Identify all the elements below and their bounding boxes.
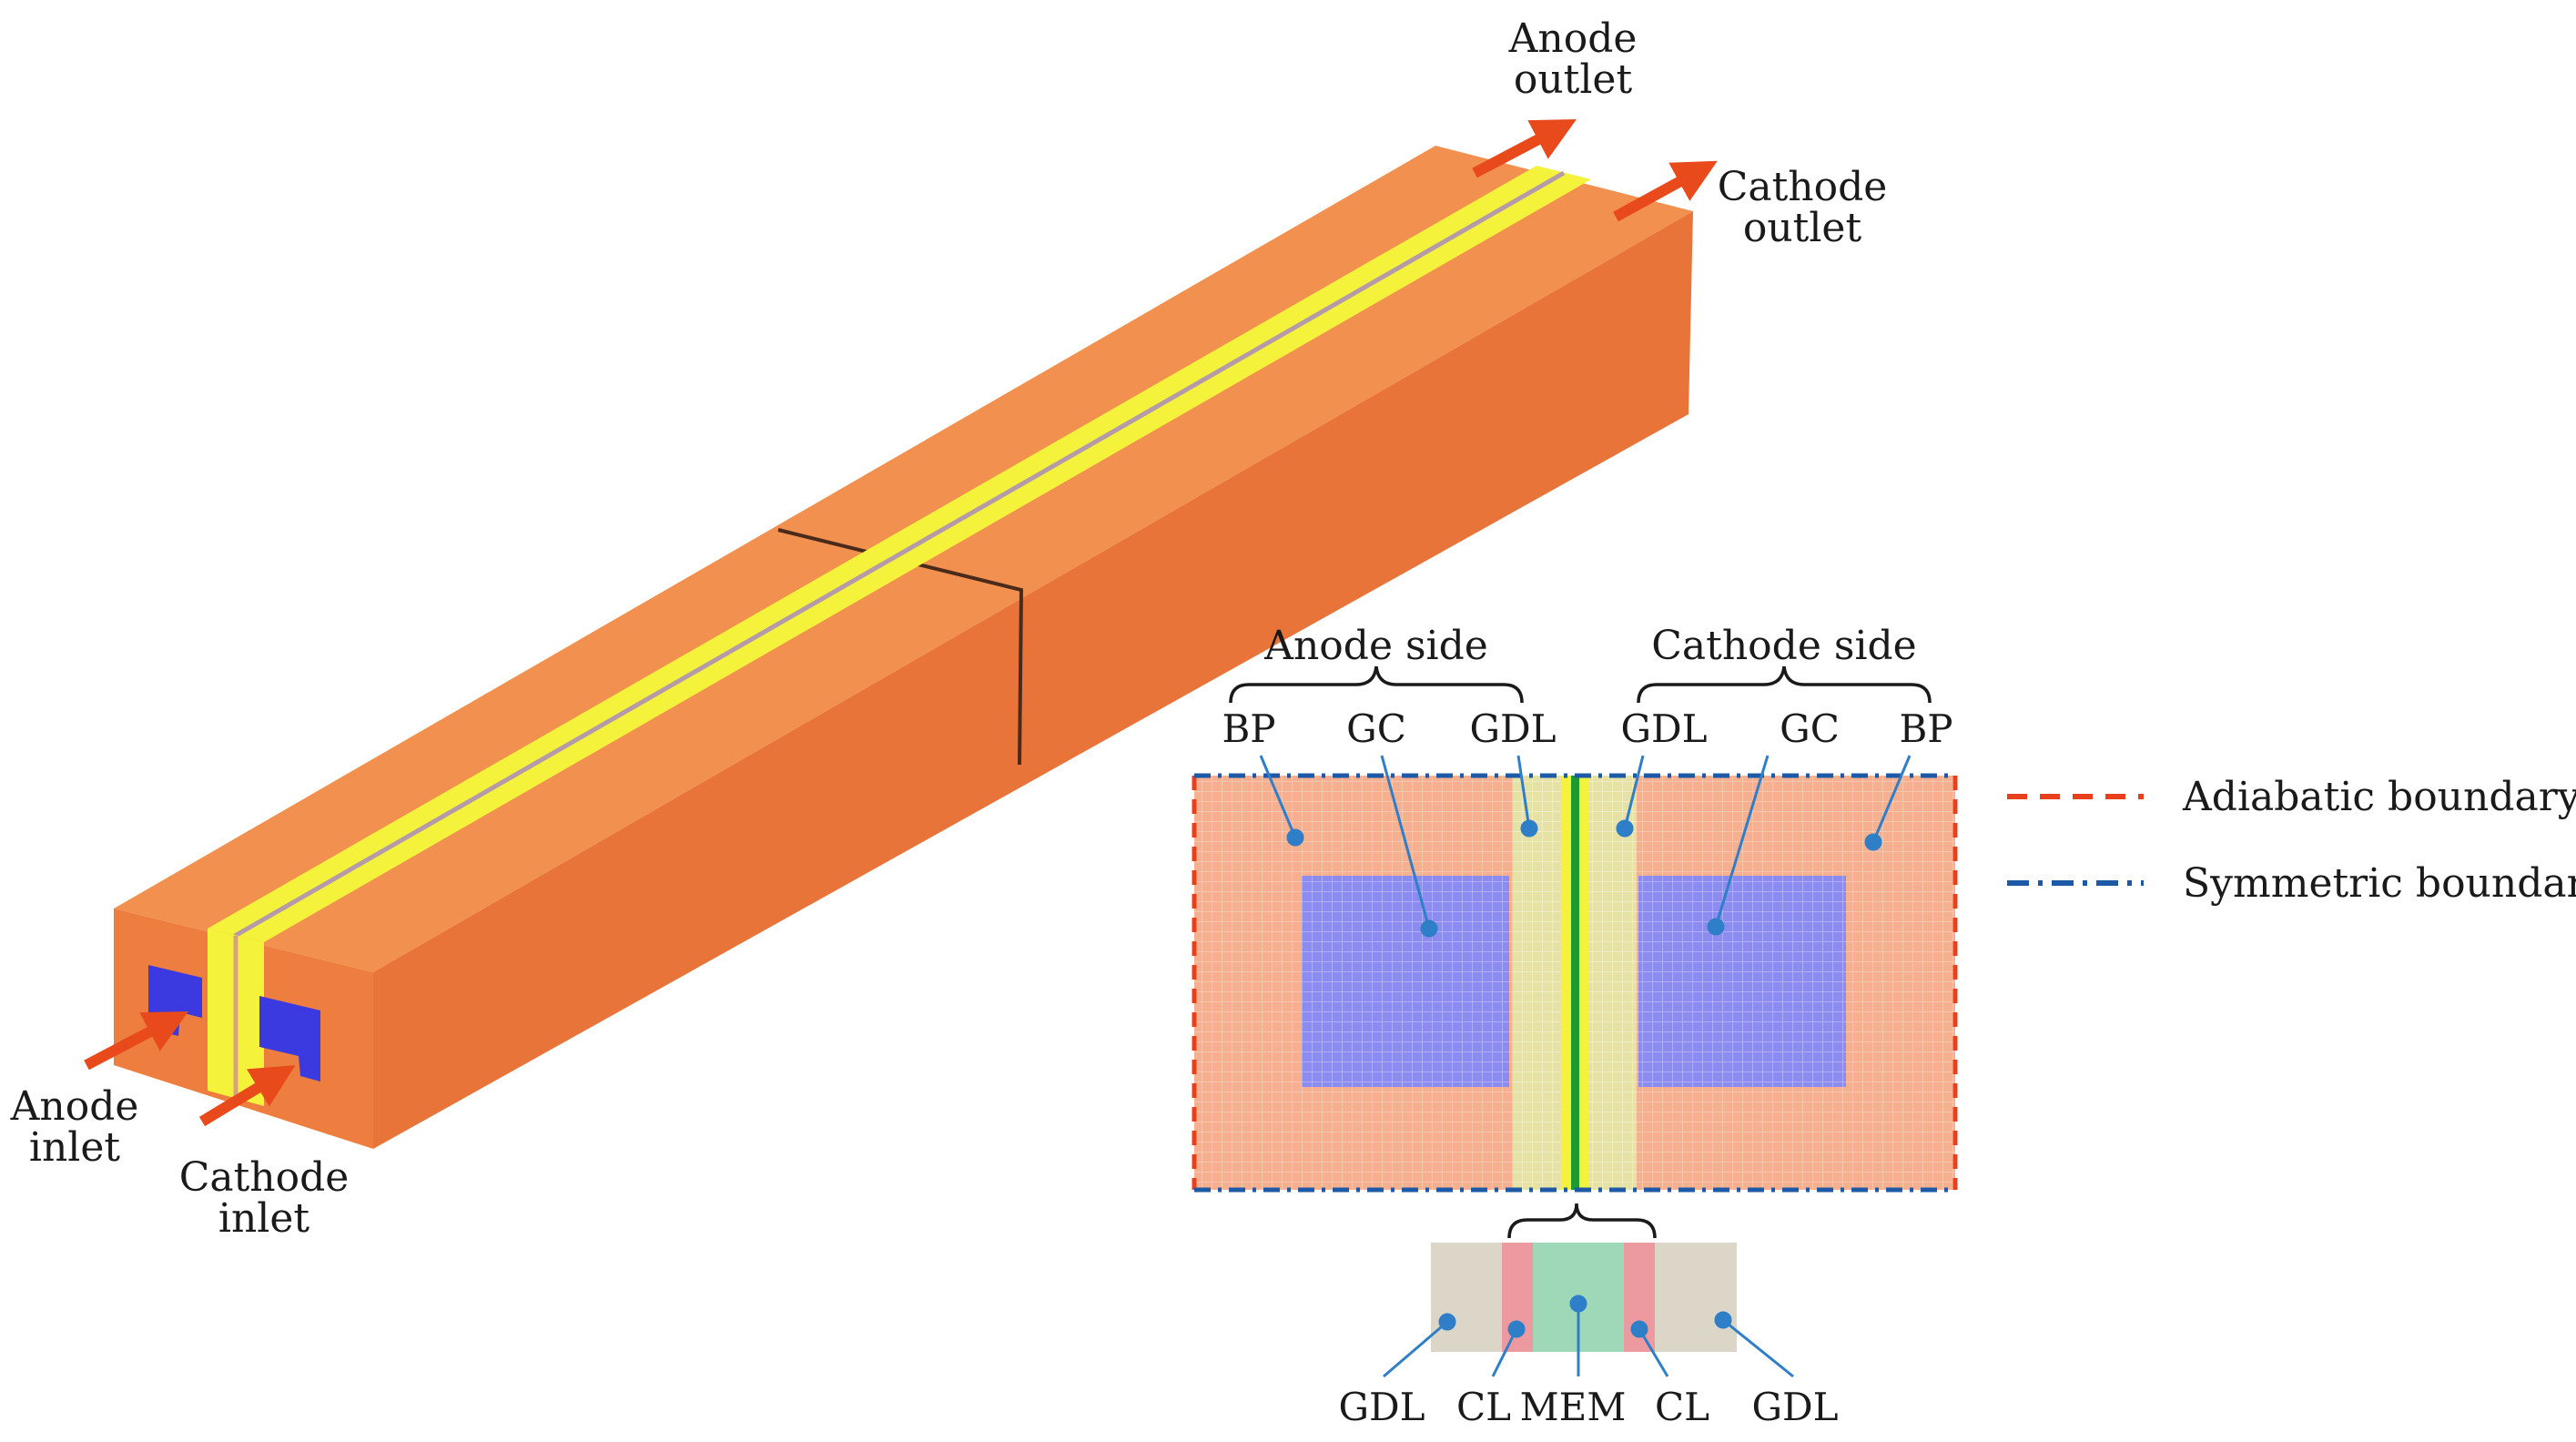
pointer-gc-cathode <box>1714 755 1770 928</box>
zoom-brace <box>1507 1203 1657 1239</box>
anode-inlet-arrow <box>84 1011 188 1071</box>
legend-label-symmetric: Symmetric boundary <box>2183 860 2576 907</box>
mea-label-gdl-right: GDL <box>1751 1385 1838 1429</box>
side-braces: Anode side Cathode side <box>1229 623 1932 704</box>
top-membrane-line <box>233 170 1566 939</box>
segment-joint-line <box>777 528 1024 766</box>
layer-label-bp-anode: BP <box>1222 706 1275 751</box>
mea-label-membrane: MEM <box>1520 1385 1627 1429</box>
pointer-bp-anode <box>1259 755 1297 838</box>
pointer-dot-gdl-cathode <box>1616 819 1634 838</box>
layer-label-bp-cathode: BP <box>1899 706 1952 751</box>
anode-inlet-label-2: inlet <box>29 1124 121 1171</box>
layer-label-gdl-cathode: GDL <box>1620 706 1707 751</box>
cathode-cl-strip <box>1579 776 1588 1190</box>
pointer-dot-bp-cathode <box>1864 833 1882 851</box>
mea-label-cl-right: CL <box>1655 1385 1709 1429</box>
anode-side-label: Anode side <box>1263 623 1488 669</box>
mea-pointer-gdl-right <box>1722 1318 1794 1378</box>
cathode-side-brace <box>1637 665 1932 704</box>
flow-arrows <box>84 119 1718 1127</box>
cathode-side-label: Cathode side <box>1651 623 1916 669</box>
layer-label-gc-anode: GC <box>1346 706 1406 751</box>
cathode-gc-region <box>1638 876 1846 1087</box>
anode-outlet-label-2: outlet <box>1514 56 1633 103</box>
mea-pointer-gdl-left <box>1383 1320 1448 1378</box>
top-layer-labels: BP GC GDL GDL GC BP <box>1222 706 1953 938</box>
layer-label-gdl-anode: GDL <box>1469 706 1556 751</box>
anode-outlet-label-1: Anode <box>1508 15 1638 62</box>
mea-label-gdl-left: GDL <box>1338 1385 1425 1429</box>
cathode-gdl-region <box>1588 776 1637 1190</box>
legend: Adiabatic boundary Symmetric boundary <box>2007 774 2576 907</box>
body-side-face <box>373 211 1693 1149</box>
fuel-cell-3d-body <box>114 146 1693 1149</box>
pointer-bp-cathode <box>1871 755 1912 843</box>
anode-cl-strip <box>1561 776 1571 1190</box>
cathode-outlet-arrow <box>1613 160 1718 222</box>
mea-pointer-cl-left <box>1491 1328 1518 1377</box>
cathode-inlet-label-1: Cathode <box>179 1154 350 1201</box>
cathode-inlet-label-2: inlet <box>218 1195 310 1242</box>
pointer-dot-bp-anode <box>1286 828 1304 847</box>
anode-outlet-arrow <box>1472 119 1577 178</box>
cathode-channel-front <box>259 996 320 1082</box>
mea-gdl-left <box>1431 1243 1502 1352</box>
mea-gdl-right <box>1655 1243 1737 1352</box>
anode-gdl-region <box>1513 776 1561 1190</box>
pointer-dot-gc-cathode <box>1707 918 1725 936</box>
cathode-outlet-label-2: outlet <box>1743 205 1862 251</box>
mea-pointer-cl-right <box>1638 1328 1669 1377</box>
mea-label-cl-left: CL <box>1456 1385 1511 1429</box>
pointer-dot-gc-anode <box>1420 919 1438 938</box>
pointer-gdl-anode <box>1516 755 1531 829</box>
layer-label-gc-cathode: GC <box>1780 706 1840 751</box>
pointer-gdl-cathode <box>1623 755 1645 829</box>
pointer-dot-gdl-anode <box>1520 819 1538 838</box>
membrane-strip <box>1571 776 1579 1190</box>
cross-section-mesh <box>1192 773 1958 1193</box>
legend-label-adiabatic: Adiabatic boundary <box>2182 774 2576 820</box>
flow-labels: Anode outlet Cathode outlet Anode inlet … <box>10 15 1888 1242</box>
anode-inlet-label-1: Anode <box>10 1083 139 1130</box>
anode-gc-region <box>1302 876 1509 1087</box>
cathode-outlet-label-1: Cathode <box>1718 164 1888 210</box>
mea-detail: GDL CL MEM CL GDL <box>1338 1243 1839 1429</box>
anode-side-brace <box>1229 665 1524 704</box>
cathode-inlet-arrow <box>198 1065 296 1127</box>
pointer-gc-anode <box>1380 755 1431 929</box>
